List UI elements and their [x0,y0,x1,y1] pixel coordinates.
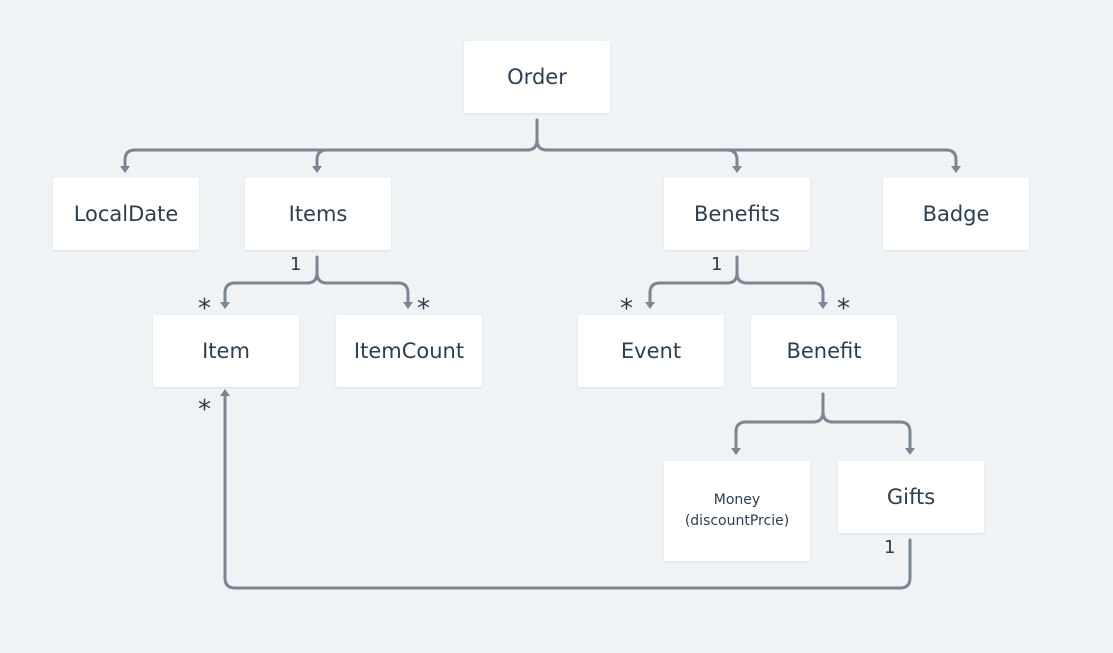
multiplicity-benefits-source: 1 [711,254,723,275]
badge-node[interactable]: Badge [883,178,1029,250]
arrowhead [220,389,230,396]
money-node[interactable]: Money (discountPrcie) [664,461,810,561]
edge-order-badge [725,148,958,168]
localdate-node[interactable]: LocalDate [53,178,199,250]
node-label: Items [288,202,348,226]
multiplicity-item-from-gifts: * [198,395,211,425]
event-node[interactable]: Event [578,315,724,387]
arrowhead [403,302,413,309]
arrowhead [905,448,915,455]
edge-benefit-money [734,392,825,450]
node-label: Gifts [886,485,936,509]
arrowhead [951,166,961,173]
edge-benefit-gifts [821,410,912,450]
edge-gifts-item [223,394,912,590]
arrowhead [220,302,230,309]
node-label: Badge [922,202,990,226]
itemcount-node[interactable]: ItemCount [336,315,482,387]
multiplicity-item-target: * [198,294,211,324]
order-node[interactable]: Order [464,41,610,113]
multiplicity-itemcount-target: * [417,294,430,324]
node-label: Benefits [694,202,780,226]
node-label: ItemCount [353,339,465,363]
node-label: Event [620,339,682,363]
edge-order-benefits [535,138,739,168]
edge-order-items [315,148,329,168]
edge-benefits-event [648,255,739,304]
node-label-type: Money [713,492,761,508]
gifts-node[interactable]: Gifts [838,461,984,533]
edge-items-item [223,255,319,304]
arrowhead [645,302,655,309]
multiplicity-items-source: 1 [290,254,302,275]
items-node[interactable]: Items [245,178,391,250]
edge-items-itemcount [315,271,410,304]
multiplicity-benefit-target: * [837,294,850,324]
node-label: Order [507,65,567,89]
node-label: LocalDate [73,202,179,226]
node-label-field: (discountPrcie) [684,513,790,529]
benefit-node[interactable]: Benefit [751,315,897,387]
item-node[interactable]: Item [153,315,299,387]
node-label: Benefit [786,339,862,363]
arrowhead [818,302,828,309]
arrowhead [120,166,130,173]
node-label: Item [202,339,250,363]
benefits-node[interactable]: Benefits [664,178,810,250]
multiplicity-event-target: * [620,294,633,324]
multiplicity-gifts-source: 1 [884,537,896,558]
edge-order-localdate [123,118,539,168]
arrowhead [732,166,742,173]
edge-benefits-benefit [735,271,825,304]
arrowhead [312,166,322,173]
arrowhead [731,448,741,455]
